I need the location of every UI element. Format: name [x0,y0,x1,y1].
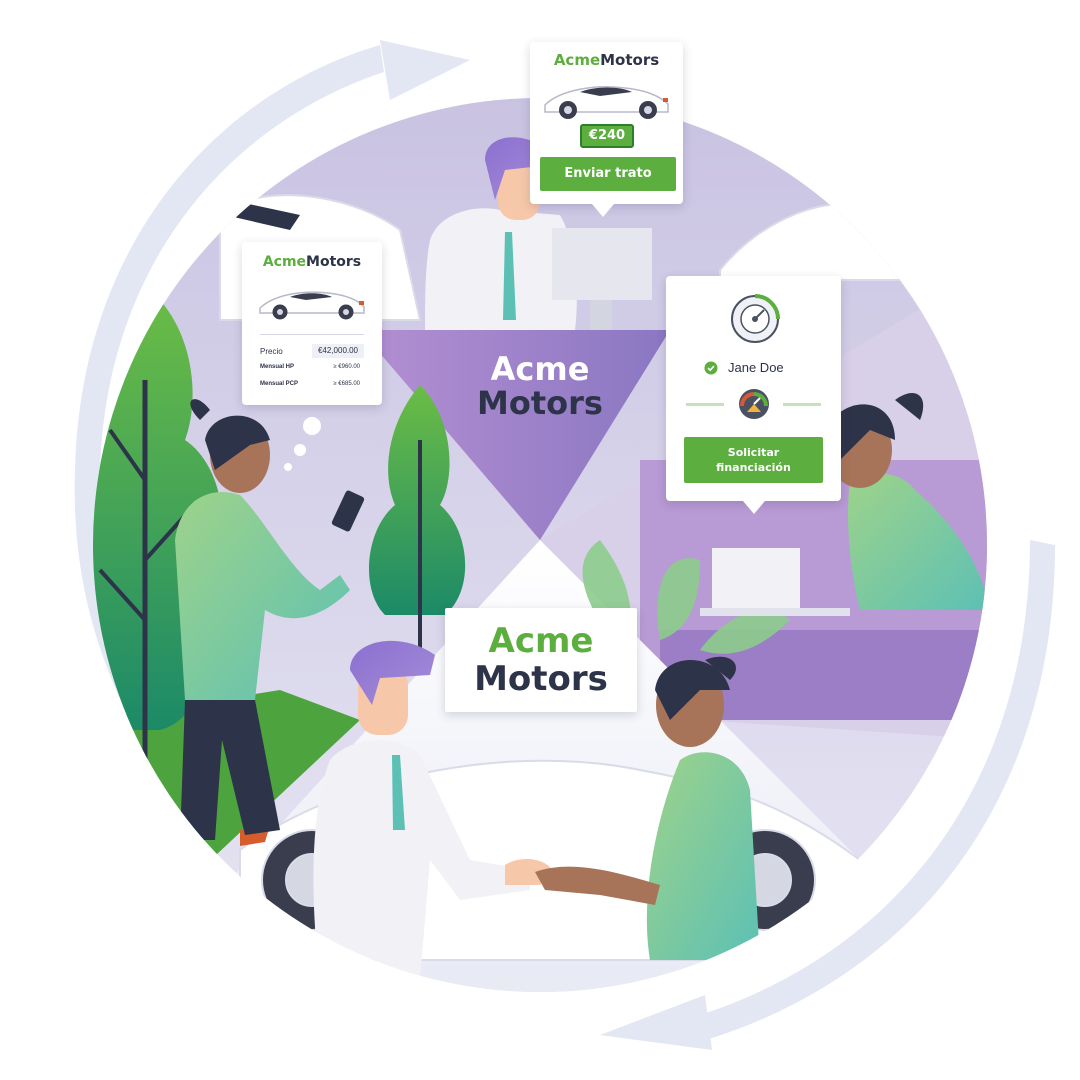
score-line-left [686,403,724,406]
price-card-divider [260,334,364,335]
showroom-brand-part2: Motors [474,659,608,699]
desk-brand-label: Acme Motors [470,352,610,420]
woman-laptop [700,392,987,616]
speedometer-icon [731,294,780,343]
row-hp-value: ≥ €960.00 [333,364,360,370]
request-financing-line2: financiación [716,461,791,474]
deal-card-logo: AcmeMotors [530,51,683,69]
request-financing-button[interactable]: Solicitar financiación [684,437,823,483]
price-card-logo-part2: Motors [306,254,362,270]
row-pcp-value: ≥ €685.00 [333,381,360,387]
deal-card-pointer [592,204,614,217]
credit-gauge-icon [739,389,769,419]
row-hp-label: Mensual HP [260,364,295,370]
woman-phone [175,399,365,840]
price-card-logo-part1: Acme [262,254,307,270]
finance-card: Jane Doe Solicitar financiación [666,276,841,514]
score-line-right [783,403,821,406]
showroom-brand-part1: Acme [488,621,594,661]
deal-card-logo-part2: Motors [600,51,660,69]
showroom-sign-logo: Acme Motors [445,622,637,698]
request-financing-line1: Solicitar [727,446,780,459]
price-badge: €240 [580,124,634,148]
deal-card-logo-part1: Acme [553,51,601,69]
showroom-sign: Acme Motors [445,608,637,712]
tree-small [368,385,466,660]
monitor [552,228,652,330]
desk-brand-part1: Acme [490,350,590,388]
row-pcp-label: Mensual PCP [260,381,299,387]
salesperson-top [425,137,577,330]
desk-brand-part2: Motors [477,384,603,422]
send-deal-button[interactable]: Enviar trato [540,157,676,191]
finance-card-pointer [743,501,765,514]
salesperson-bottom [313,640,552,980]
car-icon [259,291,365,320]
car-icon [544,86,669,119]
price-card: AcmeMotors Precio €42,000.00 Mensual HP … [242,242,382,405]
price-badge-value: €240 [588,128,626,143]
applicant-name: Jane Doe [728,360,784,375]
cycle-arrows [74,40,1055,1050]
row-price-value: €42,000.00 [312,344,364,358]
deal-card: AcmeMotors €240 Enviar trato [530,42,683,217]
woman-handshake [535,656,760,960]
row-price-label: Precio [260,347,283,356]
price-card-logo: AcmeMotors [242,254,382,270]
check-icon [704,361,718,375]
